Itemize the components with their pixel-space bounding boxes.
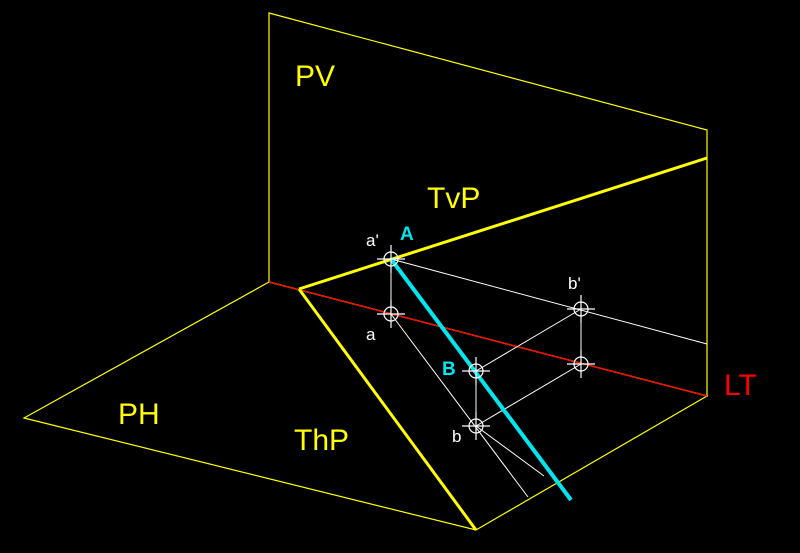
label-pv: PV — [295, 60, 335, 93]
marker-a — [377, 300, 405, 328]
trace-tvp — [298, 156, 708, 291]
marker-b-lt — [567, 350, 595, 378]
line-b-lt — [475, 363, 582, 427]
label-point-B: B — [442, 359, 456, 380]
label-ph: PH — [118, 398, 160, 431]
label-a-prime: a' — [366, 231, 379, 250]
marker-b — [462, 412, 490, 440]
line-b-prime-B — [475, 308, 582, 372]
label-b: b — [452, 427, 461, 446]
projector-b-ph — [475, 425, 545, 477]
projection-line-ab — [390, 313, 529, 498]
marker-B — [462, 357, 490, 385]
label-tvp: TvP — [427, 182, 480, 215]
projector-a-prime-lt — [390, 258, 708, 345]
label-thp: ThP — [294, 424, 349, 457]
trace-thp — [297, 288, 478, 531]
line-ab — [389, 257, 573, 502]
label-a: a — [366, 325, 376, 344]
label-lt: LT — [724, 369, 757, 402]
marker-b-prime — [567, 295, 595, 323]
point-markers — [377, 245, 595, 440]
label-b-prime: b' — [568, 274, 581, 293]
marker-a-prime — [377, 245, 405, 273]
ground-line-lt — [268, 281, 708, 397]
label-point-A: A — [400, 224, 414, 245]
